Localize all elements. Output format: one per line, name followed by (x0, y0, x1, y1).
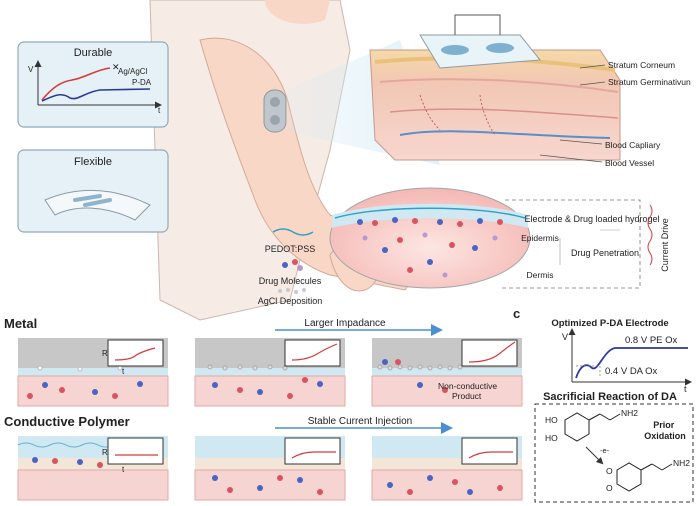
panel-c-title: Optimized P-DA Electrode (551, 318, 668, 329)
label-blood-vessel: Blood Vessel (605, 158, 654, 168)
durable-y-axis: V (28, 65, 34, 74)
polymer-cell-1: R t (17, 436, 169, 501)
legend-drug: Drug Molecules (259, 276, 322, 286)
reaction-title: Sacrificial Reaction of DA (543, 391, 677, 403)
durable-title: Durable (74, 47, 113, 59)
nh2-product: NH2 (673, 458, 690, 468)
metal-product-label: Non-conductive Product (438, 381, 499, 401)
legend: PEDOT:PSS Drug Molecules AgCl Deposition (258, 228, 323, 306)
durable-x-mark: ✕ (112, 62, 120, 72)
durable-line-polymer: P-DA (132, 78, 152, 87)
panel-c-y-axis: V (562, 332, 568, 342)
panel-c-letter: c (513, 306, 520, 321)
o-bottom: O (606, 483, 613, 493)
metal-inset-y: R (102, 349, 108, 358)
metal-cell-2 (194, 338, 346, 407)
ho-bottom: HO (545, 433, 558, 443)
durable-x-axis: t (158, 106, 161, 115)
nh2-reactant: NH2 (621, 408, 638, 418)
polymer-inset-x: t (122, 465, 125, 474)
zoom-current-label: Current Drive (660, 218, 670, 272)
flexible-title: Flexible (74, 156, 112, 168)
panel-c: c Optimized P-DA Electrode V t 0.8 V PE … (513, 306, 694, 503)
metal-cell-1: R t (17, 338, 169, 407)
durable-line-metal: Ag/AgCl (118, 67, 148, 76)
polymer-cell-3 (371, 436, 523, 501)
skin-block (369, 14, 621, 161)
zoom-hydrogel-label: Electrode & Drug loaded hydrogel (524, 214, 659, 224)
legend-agcl: AgCl Deposition (258, 296, 323, 306)
electron-label: -e- (600, 446, 610, 455)
prior-line-1: Prior (653, 420, 675, 430)
ho-top: HO (545, 415, 558, 425)
product-line-2: Product (452, 391, 482, 401)
panel-c-x-axis: t (684, 384, 687, 394)
legend-pedot: PEDOT:PSS (265, 244, 316, 254)
flexible-inset: Flexible (17, 149, 169, 233)
durable-inset: Durable V t ✕ Ag/AgCl P-DA (17, 41, 169, 128)
panel-c-level-high: 0.8 V PE Ox (625, 335, 678, 346)
metal-title: Metal (4, 316, 37, 331)
product-line-1: Non-conductive (438, 381, 497, 391)
metal-arrow-label: Larger Impadance (304, 318, 386, 329)
polymer-title: Conductive Polymer (4, 414, 130, 429)
zoom-penetration-label: Drug Penetration (571, 248, 639, 258)
zoom-ellipse: Electrode & Drug loaded hydrogel Epiderm… (329, 187, 670, 289)
metal-cell-3: Non-conductive Product (371, 338, 523, 407)
label-blood-capliary: Blood Capliary (605, 140, 661, 150)
panel-b: Metal Larger Impadance Conductive Polyme… (4, 316, 453, 434)
panel-c-level-low: 0.4 V DA Ox (605, 366, 658, 377)
arm-illustration (149, 0, 440, 321)
zoom-dermis-label: Dermis (527, 270, 554, 280)
label-stratum-corneum: Stratum Corneum (608, 60, 675, 70)
skin-layer-labels: Stratum Corneum Stratum Germinativun Blo… (539, 60, 691, 168)
polymer-arrow-label: Stable Current Injection (308, 416, 413, 427)
metal-inset-x: t (122, 367, 125, 376)
prior-oxidation: Prior Oxidation (644, 420, 686, 441)
o-top: O (606, 466, 613, 476)
polymer-inset-y: R (102, 448, 108, 457)
zoom-epidermis-label: Epidermis (521, 233, 559, 243)
polymer-cell-2 (194, 436, 346, 501)
label-stratum-germinativun: Stratum Germinativun (608, 77, 691, 87)
prior-line-2: Oxidation (644, 431, 686, 441)
